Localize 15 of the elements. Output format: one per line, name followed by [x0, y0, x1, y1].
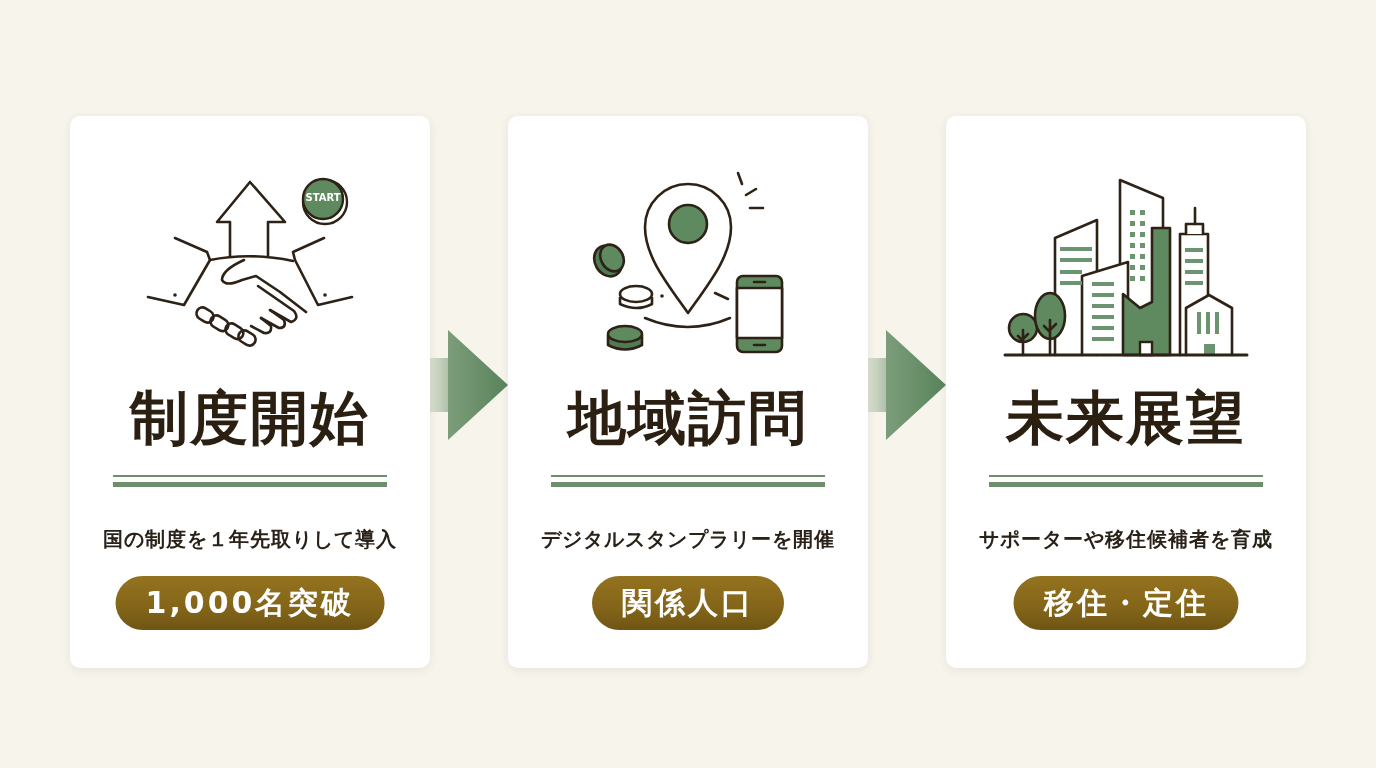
outcome-tag: 移住・定住 — [1013, 576, 1239, 630]
step-title: 地域訪問 — [565, 383, 809, 454]
step-description: デジタルスタンプラリーを開催 — [540, 526, 836, 553]
step-card — [946, 116, 1306, 668]
step-card — [508, 116, 868, 668]
outcome-tag: 1,000名突破 — [115, 576, 385, 630]
flow-arrow — [868, 330, 946, 440]
flow-arrow — [430, 330, 508, 440]
step-title: 制度開始 — [128, 383, 371, 454]
outcome-tag: 関係人口 — [592, 576, 784, 630]
start-label: START — [305, 192, 341, 204]
step-description: 国の制度を１年先取りして導入 — [102, 526, 398, 553]
step-description: サポーターや移住候補者を育成 — [978, 526, 1274, 553]
step-card — [70, 116, 430, 668]
step-title: 未来展望 — [1004, 383, 1247, 454]
